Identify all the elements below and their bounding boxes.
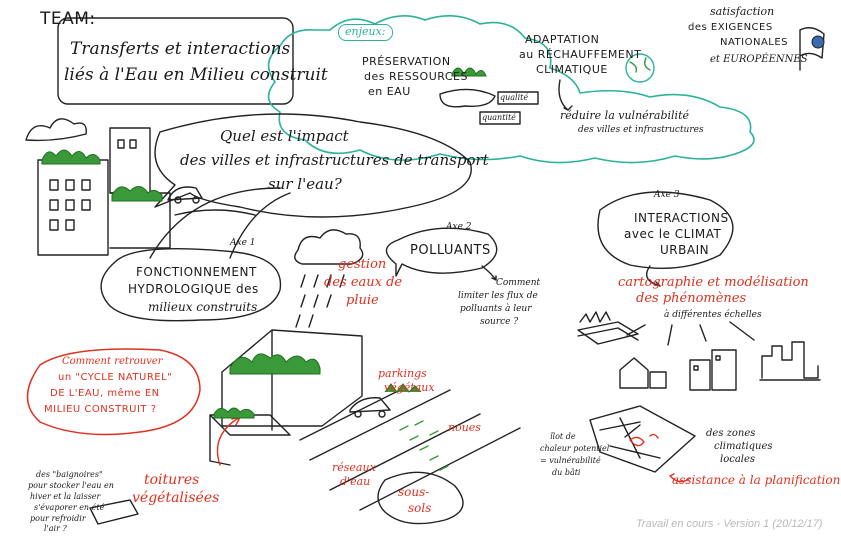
zones-line3: locales: [720, 454, 756, 465]
gestion-line3: pluie: [346, 293, 379, 308]
question-bubble: [154, 113, 472, 218]
satisfaction-line1: satisfaction: [710, 5, 775, 18]
baignoires-line2: pour stocker l'eau en: [28, 481, 114, 490]
axe3-title-line1: INTERACTIONS: [634, 211, 729, 225]
title-box: [57, 17, 294, 105]
preservation-line3: en EAU: [368, 85, 411, 98]
parkings-line1: parkings: [378, 367, 427, 380]
axe3-bubble: [597, 191, 734, 269]
reseaux-line1: réseaux: [332, 461, 376, 474]
city-layers-icon: [577, 311, 639, 345]
eu-flag-icon: [799, 27, 825, 71]
question-line2: des villes et infrastructures de transpo…: [180, 151, 489, 169]
title-line2: liés à l'Eau en Milieu construit: [64, 65, 328, 85]
cycle-line3: DE L'EAU, même EN: [50, 388, 160, 399]
adaptation-line1: ADAPTATION: [525, 33, 600, 46]
axe2-note-line4: source ?: [480, 317, 519, 327]
preservation-line2: des RESSOURCES: [364, 70, 468, 83]
bathtub-icon: [89, 499, 139, 525]
axe1-title-line2: HYDROLOGIQUE des: [128, 282, 259, 296]
enjeux-tag: enjeux:: [338, 24, 393, 41]
axe2-title: POLLUANTS: [410, 243, 491, 258]
satisfaction-line2: des EXIGENCES: [688, 22, 773, 33]
ilot-line3: = vulnérabilité: [540, 456, 601, 465]
axe2-note-line2: limiter les flux de: [458, 291, 538, 301]
reduire-line1: réduire la vulnérabilité: [560, 109, 690, 122]
toitures-line1: toitures: [144, 472, 200, 488]
building-left: [37, 159, 109, 256]
toitures-line2: végétalisées: [132, 490, 220, 506]
enjeux-cloud: [267, 15, 755, 164]
zones-line2: climatiques: [714, 441, 773, 452]
green-roof-house: [229, 353, 321, 375]
cycle-bubble: [26, 348, 201, 436]
axe3-label: Axe 3: [654, 190, 680, 200]
satisfaction-line3: NATIONALES: [720, 37, 789, 48]
adaptation-line3: CLIMATIQUE: [536, 63, 608, 76]
carto-line2: des phénomènes: [636, 291, 747, 306]
ilot-line1: îlot de: [550, 432, 576, 441]
cycle-line2: un "CYCLE NATUREL": [58, 372, 173, 383]
globe-icon: [625, 53, 655, 83]
sous-sols-blob: [377, 471, 464, 525]
city-map: [589, 405, 696, 473]
house-green-roof: [221, 329, 363, 431]
axe2-note-line3: polluants à leur: [460, 304, 532, 314]
reduire-line2: des villes et infrastructures: [578, 125, 704, 135]
team-label: TEAM:: [40, 9, 96, 29]
axe2-note-line1: Comment: [496, 278, 541, 288]
zones-line1: des zones: [706, 428, 756, 439]
baignoires-line3: hiver et la laisser: [30, 492, 101, 501]
axe1-title-line3: milieux construits: [148, 300, 258, 314]
green-roof-left: [41, 149, 101, 165]
sous-sols-line1: sous-: [398, 485, 430, 499]
axe3-title-line2: avec le CLIMAT: [624, 227, 722, 241]
gestion-line1: gestion: [338, 257, 387, 272]
baignoires-line1: des "baignoires": [36, 470, 103, 479]
road: [149, 187, 291, 259]
rain-cloud-icon: [294, 229, 364, 265]
skyline-icon: [759, 341, 821, 381]
axe2-label: Axe 2: [446, 222, 472, 232]
gestion-line2: des eaux de: [324, 275, 403, 290]
satisfaction-line4: et EUROPÉENNES: [710, 54, 808, 65]
axe1-bubble: [100, 247, 282, 322]
noues-text: noues: [448, 421, 481, 434]
parkings-line2: végétaux: [384, 381, 435, 394]
houses-icon: [619, 357, 667, 389]
question-line1: Quel est l'impact: [220, 127, 349, 145]
preservation-line1: PRÉSERVATION: [362, 55, 451, 68]
axe2-bubble: [385, 227, 498, 277]
baignoires-line4: s'évaporer en été: [34, 503, 105, 512]
adaptation-line2: au RÉCHAUFFEMENT: [519, 48, 642, 61]
cycle-line1: Comment retrouver: [62, 356, 163, 367]
qualite-tag: qualité: [500, 93, 529, 102]
baignoires-line5: pour refroidir: [30, 514, 86, 523]
neighborhood-icon: [689, 349, 737, 391]
echelles-text: à différentes échelles: [664, 310, 762, 320]
car-icon: [349, 397, 391, 413]
street-lines: [299, 389, 521, 511]
axe1-title-line1: FONCTIONNEMENT: [136, 265, 257, 279]
sous-sols-line2: sols: [408, 501, 432, 515]
assistance-text: assistance à la planification: [672, 473, 841, 487]
axe3-title-line3: URBAIN: [660, 243, 710, 257]
question-line3: sur l'eau?: [268, 175, 342, 193]
baignoires-line6: l'air ?: [44, 524, 67, 533]
ilot-line4: du bâti: [552, 468, 581, 477]
reseaux-line2: d'eau: [340, 475, 371, 488]
axe1-label: Axe 1: [230, 238, 256, 248]
ilot-line2: chaleur potentiel: [540, 444, 610, 453]
quantite-tag: quantité: [482, 113, 516, 122]
title-line1: Transferts et interactions: [70, 39, 291, 59]
version-footer: Travail en cours - Version 1 (20/12/17): [636, 518, 823, 530]
cycle-line4: MILIEU CONSTRUIT ?: [44, 404, 157, 415]
carto-line1: cartographie et modélisation: [618, 275, 809, 290]
